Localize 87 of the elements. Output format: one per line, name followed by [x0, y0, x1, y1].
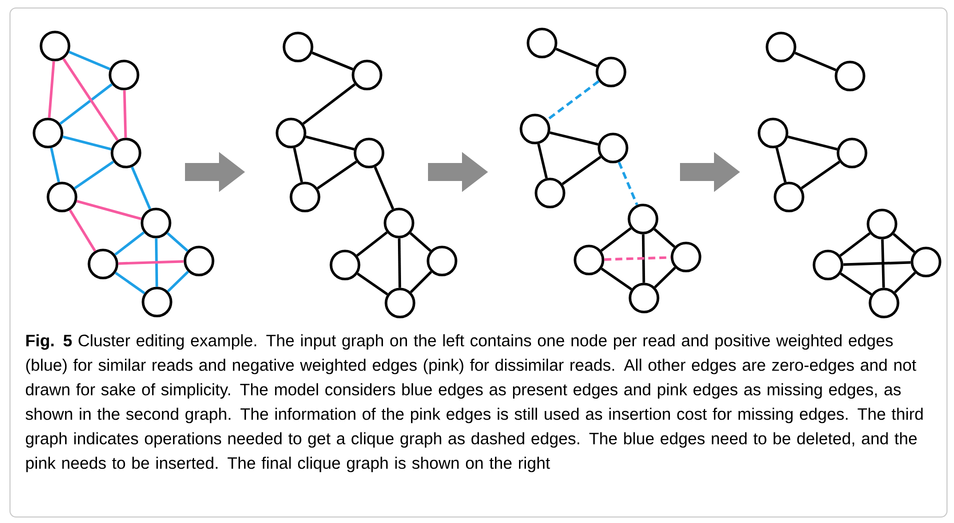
graph-node — [596, 56, 626, 88]
graph-node — [520, 114, 550, 144]
graph-node — [88, 248, 118, 280]
graph-node — [866, 208, 898, 240]
graph-edge — [167, 270, 189, 292]
graph-node — [574, 244, 604, 276]
dashed-edge — [618, 162, 638, 206]
graph-edge — [59, 83, 113, 125]
graph-edge — [74, 160, 114, 190]
graph-edge — [881, 239, 885, 288]
graph-edge — [114, 231, 145, 256]
graph-node — [330, 250, 360, 280]
graph-node — [184, 246, 214, 276]
graph-edge — [410, 232, 432, 252]
graph-edge — [556, 48, 598, 68]
graph-node — [812, 250, 844, 280]
graph-edge — [794, 52, 836, 72]
graph-edge — [894, 272, 916, 294]
graph-node — [868, 288, 900, 318]
graph-edge — [316, 160, 358, 190]
graph-edge — [154, 238, 158, 287]
graph-node — [910, 246, 942, 278]
graph-node — [142, 286, 172, 318]
graph-node — [628, 282, 660, 314]
graph-node — [282, 32, 314, 62]
graph-node — [766, 32, 796, 62]
graph-edge — [654, 266, 676, 288]
graph-node — [526, 28, 558, 58]
graph-node — [140, 208, 172, 238]
graph-node — [40, 30, 70, 62]
graph-edge — [410, 270, 432, 294]
caption: Fig. 5 Cluster editing example. The input graph on the left contains one node per read and positive weighted edges (blue) for similar reads and negative weighted edges (pink) for dissimilar reads. All other edges are zero-edges and not drawn for sake of simplicity. The model considers blue edges as present edges and pink edges as missing edges, as shown in the second graph. The information of the pink edges is still used as insertion cost for missing edges. The third graph indicates operations needed to get a clique graph as dashed edges. The blue edges need to be deleted, and the pink needs to be inserted. The final clique graph is shown on the right — [26, 334, 923, 472]
graph-edge — [123, 90, 127, 138]
graph-edge — [398, 238, 402, 288]
graph-edge — [600, 227, 632, 252]
dashed-edge — [604, 256, 671, 261]
graph-edge — [840, 272, 872, 296]
graph-edge — [550, 131, 598, 146]
graph-edge — [114, 272, 146, 294]
graph-node — [670, 242, 702, 272]
graph-edge — [293, 148, 303, 182]
graph-node — [276, 118, 306, 148]
graph-node — [426, 246, 458, 276]
graph-edge — [537, 144, 548, 178]
graph-edge — [892, 233, 916, 253]
graph-edge — [312, 52, 354, 70]
graph-node — [534, 178, 566, 208]
graph-edge — [356, 272, 388, 296]
graph-edge — [775, 148, 787, 182]
graph-edge — [76, 200, 142, 220]
graph-edge — [642, 234, 646, 283]
graph-edge — [654, 228, 676, 248]
graph-edge — [68, 50, 110, 70]
graph-node — [290, 182, 320, 212]
graph-node — [384, 288, 416, 318]
graph-node — [758, 118, 788, 148]
graph-edge — [306, 136, 354, 150]
graph-edge — [62, 58, 119, 141]
graph-edge — [839, 232, 871, 257]
graph-node — [628, 204, 658, 234]
graph-edge — [788, 136, 838, 151]
graph-edge — [48, 61, 56, 118]
graph-edge — [130, 166, 152, 210]
graph-node — [46, 182, 78, 212]
graph-edge — [843, 261, 911, 266]
graph-node — [836, 138, 868, 168]
graph-edge — [68, 209, 96, 252]
graph-node — [110, 138, 142, 168]
graph-edge — [118, 260, 184, 265]
graph-edge — [562, 156, 602, 186]
dashed-edge — [546, 80, 600, 121]
graph-edge — [800, 160, 840, 190]
graph-edge — [302, 83, 356, 125]
graph-edge — [356, 231, 388, 257]
graph-edge — [50, 148, 60, 182]
graph-edge — [374, 166, 394, 210]
graph-node — [774, 182, 804, 212]
graph-node — [384, 208, 414, 238]
graph-edge — [600, 268, 632, 290]
graph-node — [354, 138, 384, 168]
graph-node — [32, 118, 64, 148]
graph-edge — [62, 136, 112, 150]
graph-node — [108, 60, 140, 90]
graph-node — [598, 132, 628, 164]
graph-edge — [166, 232, 188, 252]
graph-node — [834, 60, 866, 92]
graph-node — [352, 60, 382, 90]
